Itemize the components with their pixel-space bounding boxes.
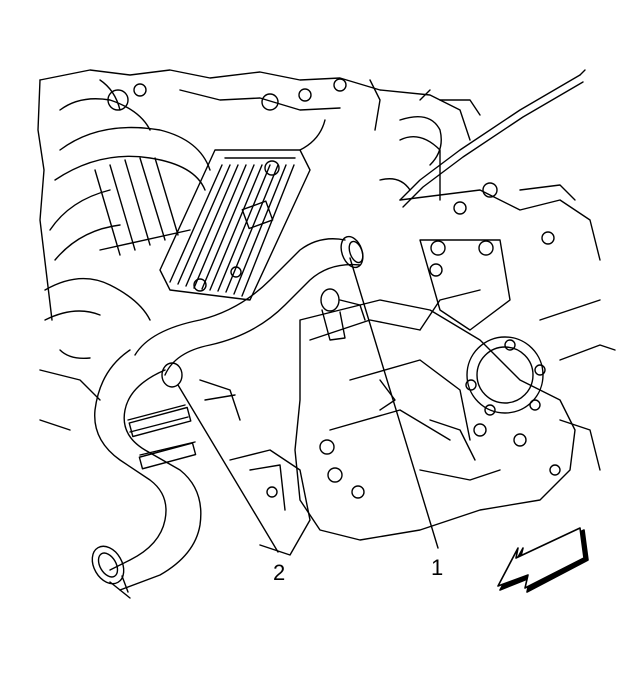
intake-hose-left xyxy=(44,126,211,321)
coolant-hose-2 xyxy=(91,349,202,599)
oil-cooler xyxy=(159,119,326,301)
upper-bracket xyxy=(379,136,601,331)
callout-2-leader xyxy=(177,384,279,553)
sensor-connector xyxy=(320,288,366,341)
transmission-housing xyxy=(294,289,616,541)
callout-1-leader xyxy=(349,257,439,549)
engine-block-outline xyxy=(37,69,481,321)
left-frame-lines xyxy=(39,349,241,431)
lower-bracket xyxy=(229,449,311,556)
forward-direction-arrow-icon xyxy=(497,527,589,593)
dipstick-tube xyxy=(399,69,586,208)
callout-label-2: 2 xyxy=(273,560,286,585)
coolant-hose-1 xyxy=(134,235,364,376)
callout-label-1: 1 xyxy=(431,555,444,580)
